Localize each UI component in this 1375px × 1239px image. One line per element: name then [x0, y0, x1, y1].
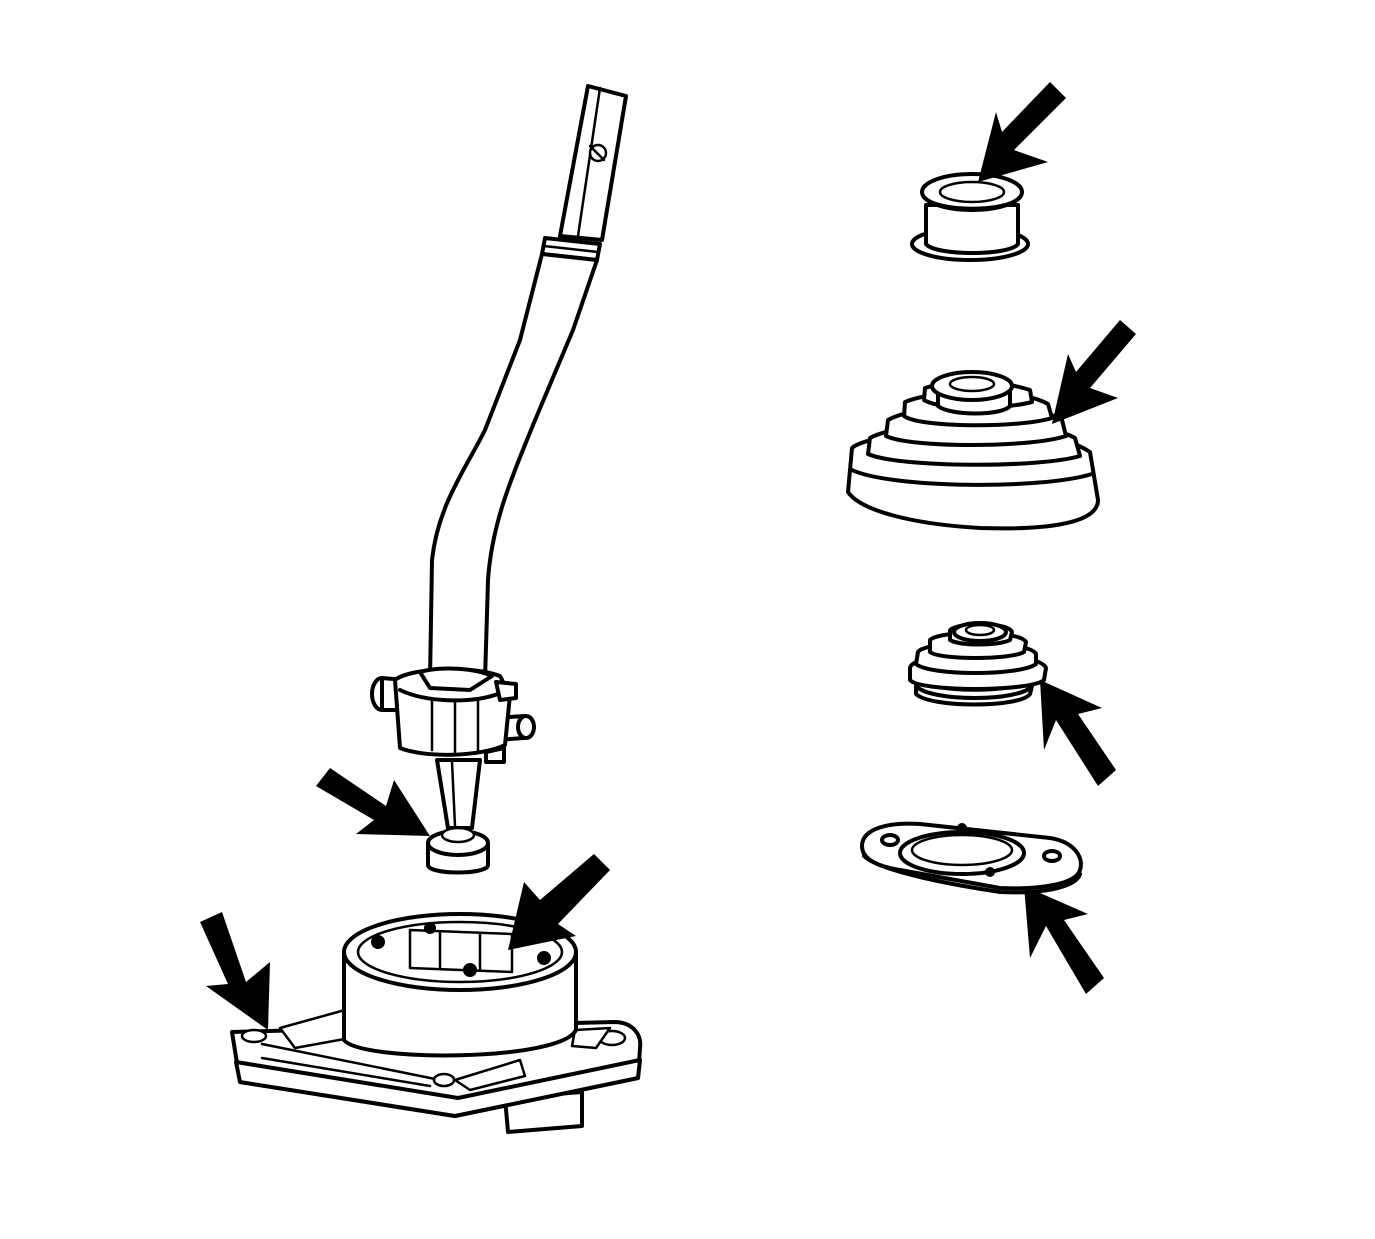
- shifter-base: [230, 912, 643, 1134]
- arrow-shift-lever-bushing: [978, 82, 1066, 182]
- arrow-shifter-base-flange: [200, 912, 270, 1030]
- arrow-boot-seal-plate: [1024, 886, 1104, 994]
- arrow-inner-boot: [1040, 680, 1116, 786]
- arrow-shifter-base-housing: [508, 854, 610, 950]
- shift-lever: [428, 84, 628, 830]
- inner-boot: [908, 621, 1048, 707]
- pivot-bushing: [426, 826, 490, 875]
- arrow-dust-boot: [1052, 320, 1136, 424]
- dust-boot: [846, 370, 1100, 531]
- arrow-pivot-bushing: [316, 768, 430, 836]
- lever-clamp: [370, 666, 536, 764]
- boot-seal-plate: [860, 821, 1083, 895]
- shift-lever-bushing: [910, 172, 1030, 262]
